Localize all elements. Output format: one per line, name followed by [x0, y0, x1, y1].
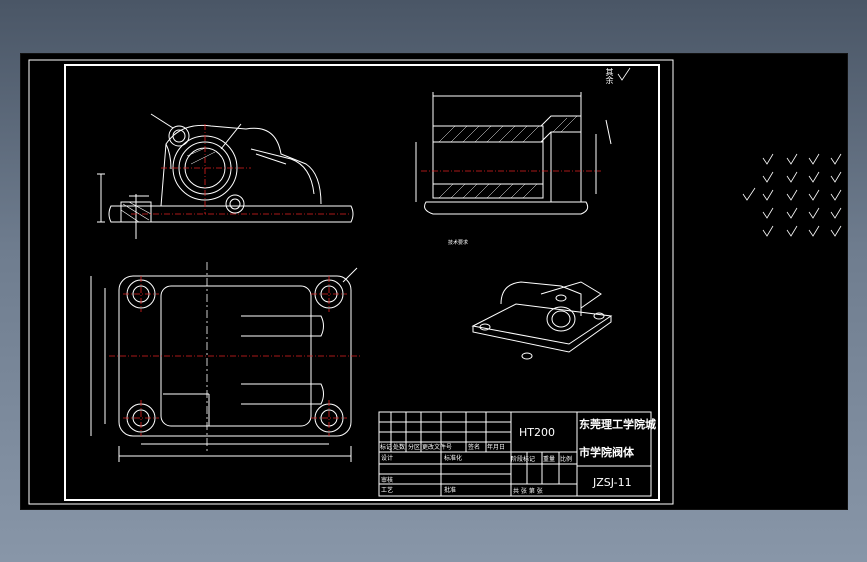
- standard-label: 标准化: [444, 455, 463, 462]
- scale-label: 比例: [560, 456, 573, 463]
- drawing-number: JZSJ-11: [593, 476, 632, 489]
- row-label-change-doc: 更改文件号: [422, 444, 453, 451]
- weight-label: 重量: [543, 456, 556, 463]
- stage-mark-label: 阶段标记: [511, 456, 536, 463]
- top-view: [90, 267, 358, 462]
- row-label-date: 年月日: [487, 444, 506, 451]
- roughness-symbols: [617, 67, 842, 237]
- top-view-centerlines: [109, 276, 361, 436]
- process-label: 工艺: [381, 487, 394, 494]
- section-hatch: [438, 115, 578, 199]
- tech-note: 技术要求: [448, 239, 468, 246]
- part-name: 阀体: [612, 446, 634, 459]
- title-block: [378, 411, 652, 497]
- school-name-line2: 市学院: [579, 446, 612, 459]
- row-label-count: 处数: [393, 444, 406, 451]
- section-view: [415, 92, 612, 215]
- material-label: HT200: [519, 426, 555, 439]
- row-label-mark: 标记: [380, 444, 393, 451]
- front-view-centerlines: [131, 124, 351, 215]
- design-label: 设计: [381, 455, 394, 462]
- row-label-signature: 签名: [468, 444, 481, 451]
- outer-frame: [28, 59, 674, 505]
- isometric-view: [471, 281, 613, 360]
- sheet-label: 共 张 第 张: [513, 488, 543, 495]
- inner-frame: [64, 64, 660, 501]
- other-roughness-note: 其余: [605, 68, 614, 84]
- front-view: [97, 113, 354, 239]
- review-label: 审核: [381, 477, 394, 484]
- engineering-drawing: 技术要求: [28, 59, 842, 505]
- cad-viewport[interactable]: 技术要求: [20, 53, 848, 510]
- row-label-zone: 分区: [408, 444, 421, 451]
- approve-label: 批准: [444, 487, 457, 494]
- school-name-line1: 东莞理工学院城: [579, 418, 656, 431]
